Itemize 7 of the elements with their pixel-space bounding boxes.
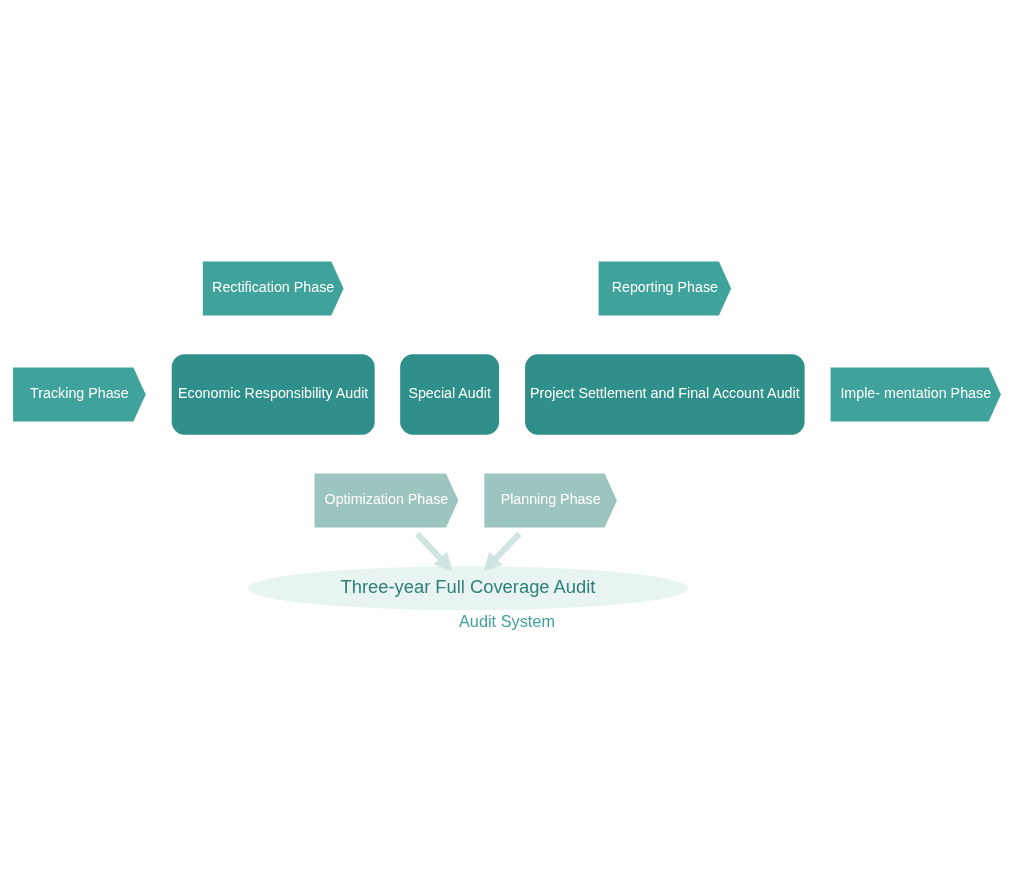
arrow: [414, 531, 452, 571]
node-box: Project Settlement and Final Account Audit: [524, 353, 805, 435]
node-ellipse: Three-year Full Coverage Audit: [247, 565, 688, 610]
caption: Audit System: [458, 611, 555, 630]
arrow: [483, 531, 522, 571]
node-box: Special Audit: [399, 353, 499, 435]
node-box: Economic Responsibility Audit: [171, 353, 375, 435]
